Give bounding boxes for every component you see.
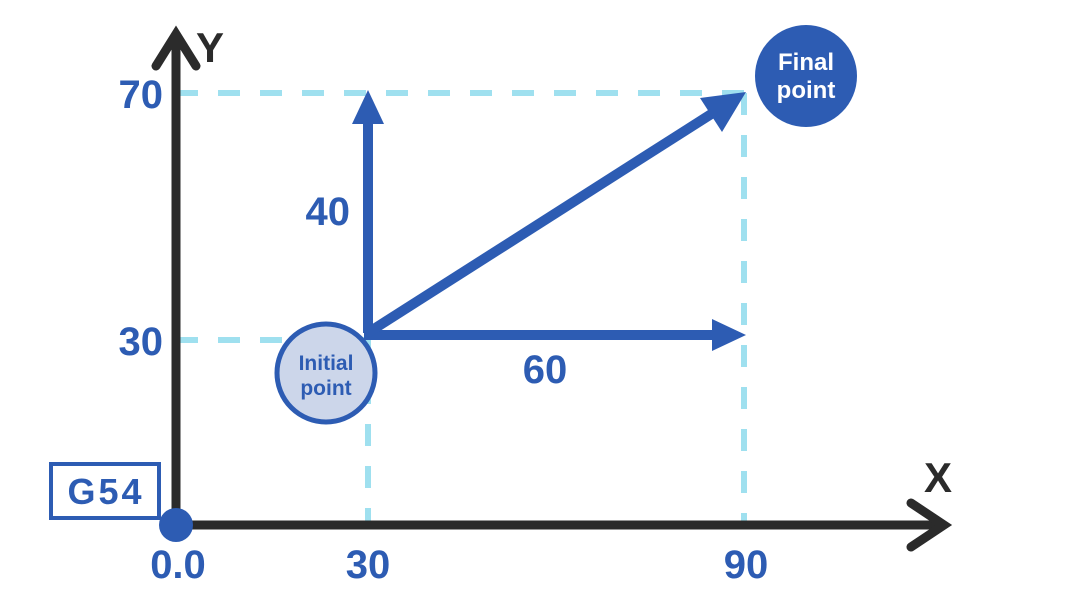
x-axis-label: X [924, 454, 952, 501]
origin-point-dot [159, 508, 193, 542]
x-tick-label-90: 90 [724, 543, 769, 587]
x-tick-label-origin: 0.0 [150, 543, 206, 587]
final-point-circle[interactable] [755, 25, 857, 127]
vector-resultant-arrowhead [700, 92, 746, 132]
y-axis-label: Y [196, 24, 224, 71]
vector-horizontal-label: 60 [523, 348, 568, 392]
y-axis-arrowhead [151, 25, 201, 71]
vector-horizontal-arrowhead [712, 319, 746, 351]
y-tick-label-70: 70 [119, 73, 164, 117]
work-offset-badge-box[interactable] [49, 462, 161, 520]
final-point-label-line1: Final [778, 49, 834, 76]
final-point-label-line2: point [777, 77, 836, 104]
vector-vertical-arrowhead [352, 90, 384, 124]
work-offset-badge-label: G54 [67, 471, 144, 512]
vector-vertical-label: 40 [306, 190, 351, 234]
initial-point-label-line1: Initial [299, 352, 354, 375]
x-axis-arrowhead [906, 498, 953, 552]
initial-point-circle[interactable] [274, 321, 378, 425]
vector-resultant-shaft [363, 106, 719, 339]
initial-point-label-line2: point [300, 377, 351, 400]
y-tick-label-30: 30 [119, 320, 164, 364]
x-tick-label-30: 30 [346, 543, 391, 587]
